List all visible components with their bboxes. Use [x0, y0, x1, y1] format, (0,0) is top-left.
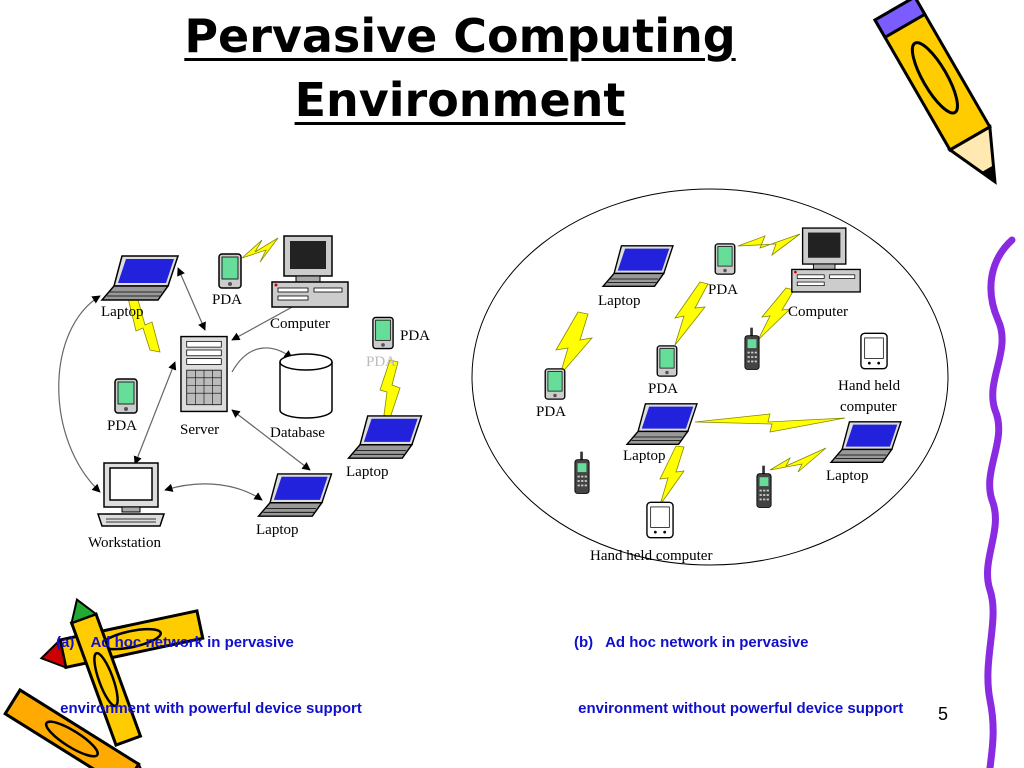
label-laptop: Laptop — [623, 448, 666, 464]
label-pda: PDA — [648, 381, 678, 397]
label-workstation: Workstation — [88, 535, 161, 551]
database-icon — [279, 353, 333, 419]
pda-icon — [372, 316, 394, 350]
pda-icon — [218, 253, 242, 289]
pda-icon — [544, 368, 566, 400]
label-computer: Computer — [788, 304, 848, 320]
label-laptop: Laptop — [598, 293, 641, 309]
label-database: Database — [270, 425, 325, 441]
pda-icon — [714, 243, 736, 275]
label-pda: PDA — [400, 328, 430, 344]
computer-icon — [271, 235, 349, 308]
network-boundary — [471, 188, 949, 566]
caption-a-line-1: (a) Ad hoc network in pervasive — [56, 634, 294, 651]
workstation-icon — [97, 462, 165, 527]
caption-a: (a) Ad hoc network in pervasive environm… — [56, 588, 362, 742]
label-laptop: Laptop — [346, 464, 389, 480]
server-icon — [180, 335, 228, 413]
crayon-icon — [69, 597, 143, 747]
label-pda: PDA — [107, 418, 137, 434]
decorative-squiggle — [984, 236, 1016, 768]
caption-b-line-1: (b) Ad hoc network in pervasive — [574, 634, 809, 651]
laptop-icon — [101, 255, 179, 301]
lightning-icon — [555, 233, 846, 506]
pencil-icon — [872, 0, 997, 185]
label-laptop: Laptop — [256, 522, 299, 538]
label-computer: Computer — [270, 316, 330, 332]
label-pda-ghost: PDA — [366, 354, 396, 370]
label-server: Server — [180, 422, 219, 438]
label-computer-2: computer — [840, 399, 897, 415]
crayon-icon — [3, 687, 152, 768]
caption-a-line-2: environment with powerful device support — [56, 700, 362, 717]
pda-icon — [656, 345, 678, 377]
handheld-icon — [860, 332, 888, 370]
title-line-1: Pervasive Computing — [184, 9, 736, 63]
slide-title: Pervasive Computing Environment — [160, 4, 760, 132]
laptop-icon — [347, 415, 423, 459]
label-hand-held-computer: Hand held computer — [590, 548, 712, 564]
title-line-2: Environment — [294, 73, 626, 127]
laptop-icon — [257, 473, 333, 517]
diagram-a: Laptop PDA Computer PDA PDA PDA Server D… — [58, 235, 430, 551]
page-number: 5 — [938, 704, 949, 724]
handheld-icon — [646, 501, 674, 539]
caption-b: (b) Ad hoc network in pervasive environm… — [574, 588, 903, 742]
label-laptop: Laptop — [101, 304, 144, 320]
pda-icon — [114, 378, 138, 414]
diagram-b: Laptop PDA Computer PDA PDA Hand held co… — [471, 188, 949, 566]
label-hand-held: Hand held — [838, 378, 901, 394]
diagram-a-links — [58, 267, 311, 501]
label-pda: PDA — [212, 292, 242, 308]
label-pda: PDA — [536, 404, 566, 420]
label-pda: PDA — [708, 282, 738, 298]
label-laptop: Laptop — [826, 468, 869, 484]
caption-b-line-2: environment without powerful device supp… — [574, 700, 904, 717]
